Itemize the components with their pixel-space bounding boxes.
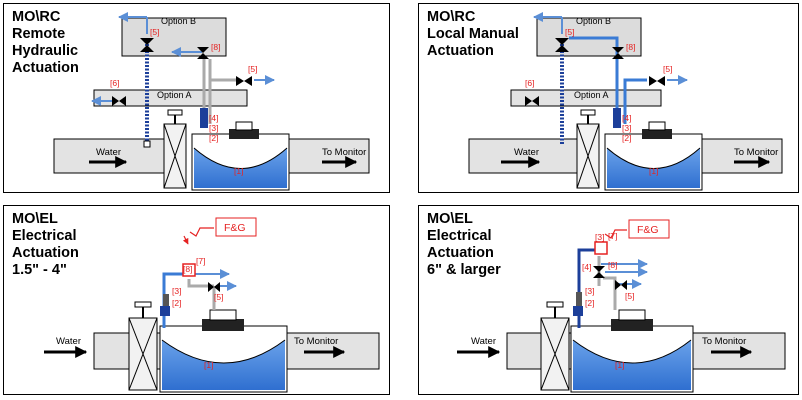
label-3: [3] — [209, 123, 218, 133]
option-b-label: Option B — [576, 16, 611, 26]
label-6: [6] — [525, 78, 534, 88]
three-way-valve-icon — [555, 38, 569, 52]
pilot-valve-icon — [612, 47, 624, 59]
inlet-pipe — [468, 138, 578, 174]
solenoid-icon — [182, 263, 196, 277]
panel-electrical-large: F&G Water To Monitor [1] [2] [3] [3] [4]… — [418, 205, 799, 395]
label-5: [5] — [214, 292, 223, 302]
needle-valve-icon — [160, 306, 170, 316]
panel-title: MO\EL Electrical Actuation 1.5" - 4" — [12, 211, 79, 278]
water-chamber — [573, 340, 691, 390]
label-1: [1] — [649, 166, 658, 176]
monitor-label: To Monitor — [702, 336, 746, 347]
solenoid-icon — [200, 108, 208, 128]
solenoid-icon — [594, 241, 608, 255]
signal-icon — [604, 229, 627, 239]
panel-title: MO\EL Electrical Actuation 6" & larger — [427, 211, 501, 278]
label-1: [1] — [615, 360, 624, 370]
fg-box — [215, 217, 257, 237]
water-chamber — [162, 340, 285, 390]
label-3-upper: [3] — [595, 232, 604, 242]
label-3: [3] — [622, 123, 631, 133]
diaphragm-bonnet — [611, 319, 653, 331]
strainer-icon — [163, 294, 169, 310]
option-a-label: Option A — [157, 90, 192, 100]
label-2: [2] — [209, 133, 218, 143]
monitor-label: To Monitor — [294, 336, 338, 347]
label-7: [7] — [608, 231, 617, 241]
panel-remote-hydraulic: Option B Option A Water To Monitor [1] [… — [3, 3, 390, 193]
label-2: [2] — [585, 298, 594, 308]
label-6: [6] — [110, 78, 119, 88]
label-2: [2] — [622, 133, 631, 143]
strainer-icon — [576, 292, 582, 308]
diaphragm-bonnet — [642, 129, 672, 139]
diaphragm-bonnet — [202, 319, 244, 331]
diaphragm-bonnet — [229, 129, 259, 139]
label-1: [1] — [204, 360, 213, 370]
fg-box — [628, 219, 670, 239]
label-4: [4] — [209, 113, 218, 123]
ball-valve-icon — [649, 76, 665, 86]
label-8: [8] — [211, 42, 220, 52]
ball-valve-icon — [208, 282, 220, 292]
water-label: Water — [471, 336, 496, 347]
diagram-electrical-large: F&G Water To Monitor [1] [2] [3] [3] [4]… — [457, 219, 786, 393]
label-8: [8] — [183, 264, 192, 274]
ball-valve-icon — [615, 280, 627, 290]
supply-tube — [569, 36, 619, 124]
label-5-right: [5] — [663, 64, 672, 74]
ball-valve-icon — [236, 76, 252, 86]
label-8: [8] — [608, 260, 617, 270]
panel-title: MO\RC Remote Hydraulic Actuation — [12, 9, 79, 76]
label-3-lower: [3] — [585, 286, 594, 296]
panel-title: MO\RC Local Manual Actuation — [427, 9, 519, 59]
signal-icon — [189, 227, 214, 237]
option-b-label: Option B — [161, 16, 196, 26]
water-label: Water — [96, 147, 121, 158]
label-5-top: [5] — [565, 27, 574, 37]
panel-local-manual: Option B Option A Water To Monitor [1] [… — [418, 3, 799, 193]
panel-electrical-small: F&G Water To Monitor [1] [2] [3] [5] [7]… — [3, 205, 390, 395]
pilot-valve-icon — [197, 47, 209, 59]
diagram-local-manual: Option B Option A Water To Monitor [1] [… — [468, 12, 783, 191]
water-chamber — [607, 148, 700, 188]
label-5: [5] — [625, 291, 634, 301]
three-way-valve-icon — [593, 266, 605, 278]
drain-valve-icon — [525, 96, 539, 106]
label-7: [7] — [196, 256, 205, 266]
monitor-label: To Monitor — [322, 147, 366, 158]
label-5-top: [5] — [150, 27, 159, 37]
water-label: Water — [56, 336, 81, 347]
fg-label: F&G — [224, 222, 246, 234]
three-way-valve-icon — [140, 38, 154, 52]
water-chamber — [194, 148, 287, 188]
water-label: Water — [514, 147, 539, 158]
label-8: [8] — [626, 42, 635, 52]
fg-label: F&G — [637, 224, 659, 236]
solenoid-icon — [613, 108, 621, 128]
diagram-remote-hydraulic: Option B Option A Water To Monitor [1] [… — [53, 12, 370, 191]
label-3: [3] — [172, 286, 181, 296]
needle-valve-icon — [573, 306, 583, 316]
monitor-label: To Monitor — [734, 147, 778, 158]
diagram-electrical-small: F&G Water To Monitor [1] [2] [3] [5] [7]… — [44, 217, 380, 393]
label-5-right: [5] — [248, 64, 257, 74]
option-a-label: Option A — [574, 90, 609, 100]
drain-valve-icon — [112, 96, 126, 106]
label-4: [4] — [582, 262, 591, 272]
label-1: [1] — [234, 166, 243, 176]
label-4: [4] — [622, 113, 631, 123]
label-2: [2] — [172, 298, 181, 308]
